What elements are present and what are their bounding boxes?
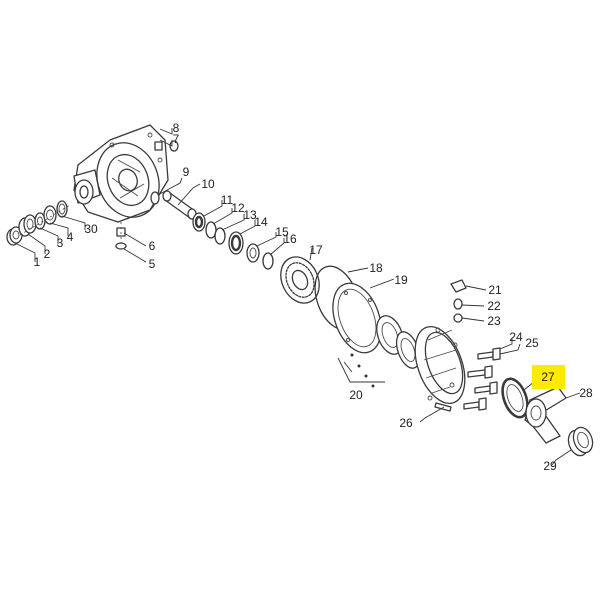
hub-flange [414, 326, 466, 404]
callout-18: 18 [369, 261, 383, 275]
screw-part-23 [453, 313, 463, 323]
callout-16: 16 [283, 232, 297, 246]
plates-part-20 [350, 315, 421, 388]
callout-14: 14 [254, 215, 268, 229]
callout-29: 29 [543, 459, 557, 473]
callout-3: 3 [57, 236, 64, 250]
bearing-part-2 [18, 214, 37, 237]
axle-housing [73, 124, 169, 223]
callout-7: 7 [173, 132, 180, 146]
pin-part-26 [434, 402, 452, 412]
shaft-part-10 [162, 190, 197, 220]
seal-part-27 [501, 377, 529, 419]
breather-part-7 [154, 141, 163, 151]
seal-part-30 [56, 200, 68, 218]
callout-5: 5 [149, 257, 156, 271]
highlight-box-27 [532, 365, 565, 389]
callout-22: 22 [487, 299, 501, 313]
plug-part-21 [450, 279, 467, 293]
ring-part-15 [246, 243, 260, 263]
bolts-part-24-25 [463, 347, 501, 411]
hub-part-28 [524, 386, 567, 444]
ring-part-16 [262, 252, 274, 270]
ring-part-13 [214, 227, 226, 245]
callout-20: 20 [349, 388, 363, 402]
seal-part-11 [192, 212, 206, 232]
bearing-part-14 [228, 231, 244, 255]
callout-6: 6 [149, 239, 156, 253]
callout-13: 13 [243, 208, 257, 222]
washer-part-5 [115, 242, 127, 250]
callout-21: 21 [488, 283, 502, 297]
bearing-part-29 [567, 426, 594, 457]
callout-12: 12 [231, 201, 245, 215]
callout-11: 11 [221, 193, 234, 207]
callout-23: 23 [487, 314, 501, 328]
callout-9: 9 [183, 165, 190, 179]
oring-part-9 [150, 191, 160, 205]
callout-27: 27 [541, 370, 555, 384]
callout-10: 10 [201, 177, 215, 191]
callout-1: 1 [34, 255, 41, 269]
gear-part-17 [280, 256, 320, 304]
ring-part-4 [43, 205, 57, 225]
callout-8: 8 [173, 121, 180, 135]
callout-30: 30 [84, 222, 98, 236]
callout-17: 17 [309, 243, 323, 257]
callout-2: 2 [44, 247, 51, 261]
callout-25: 25 [525, 336, 539, 350]
callout-19: 19 [394, 273, 408, 287]
callout-4: 4 [67, 230, 74, 244]
washer-part-22 [453, 298, 463, 310]
callout-26: 26 [399, 416, 413, 430]
callout-15: 15 [275, 225, 289, 239]
callout-24: 24 [509, 330, 523, 344]
ring-part-19 [332, 282, 382, 354]
callout-28: 28 [579, 386, 593, 400]
